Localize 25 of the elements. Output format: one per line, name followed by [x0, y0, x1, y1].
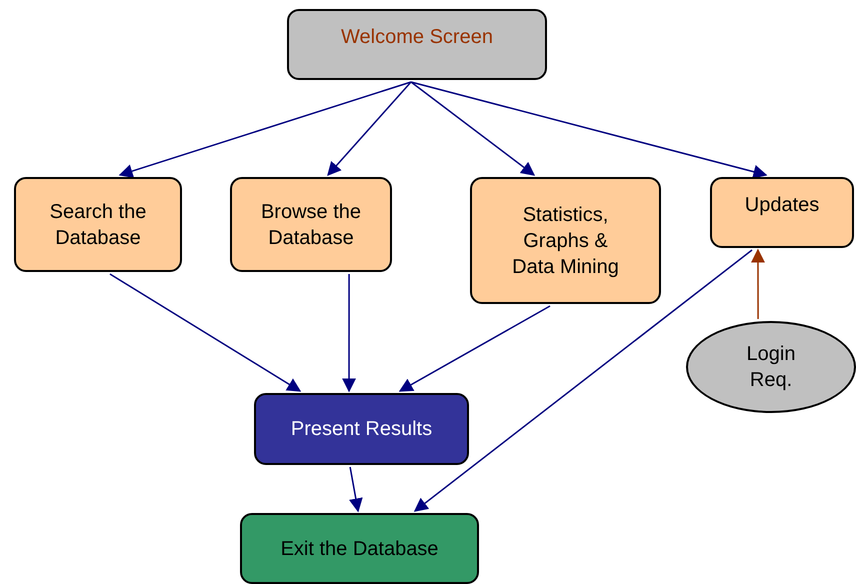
process-box: [470, 177, 661, 304]
process-box: [230, 177, 392, 272]
arrow: [327, 82, 412, 176]
arrow: [398, 305, 550, 392]
start-box: [287, 9, 547, 80]
node-label: Welcome Screen: [341, 24, 493, 50]
node-label: Login Req.: [746, 342, 796, 393]
arrow: [410, 81, 768, 179]
arrow: [342, 274, 356, 392]
arrow: [348, 466, 363, 512]
node-label: Statistics, Graphs & Data Mining: [511, 202, 620, 280]
end-box: [240, 513, 479, 584]
node-label: Updates: [744, 192, 820, 218]
arrow: [750, 248, 765, 319]
node-label: Exit the Database: [280, 536, 438, 562]
arrow: [410, 81, 536, 176]
node-label: Search the Database: [48, 200, 148, 250]
arrow: [110, 273, 302, 392]
process-box: [14, 177, 182, 272]
result-box: [254, 393, 469, 465]
arrow: [414, 249, 752, 512]
arrow: [118, 81, 412, 178]
node-label: Browse the Database: [260, 200, 362, 250]
process-box: [710, 177, 854, 248]
node-label: Present Results: [290, 417, 432, 442]
